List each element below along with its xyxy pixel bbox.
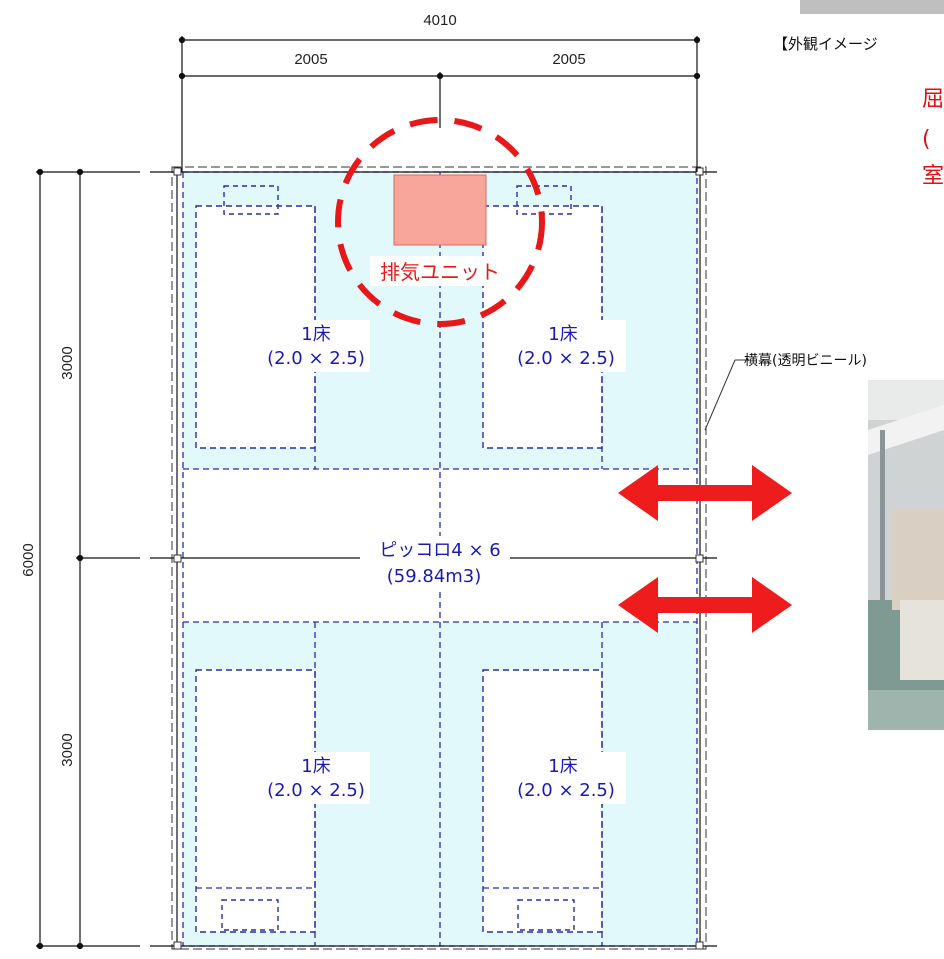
right-note-line-1: 屈	[922, 87, 944, 112]
dim-total-depth: 6000	[20, 543, 37, 576]
exhaust-unit-circle	[335, 117, 545, 327]
dim-half-width-right: 2005	[552, 51, 585, 68]
bed-label-bg-3	[258, 752, 370, 804]
bed-title-2: 1床	[548, 324, 577, 345]
top-dimension-lines	[178, 36, 701, 172]
right-note-line-3: 室	[922, 164, 944, 189]
dim-total-width: 4010	[423, 12, 456, 29]
left-dimension-lines	[36, 168, 140, 950]
tent-name: ピッコロ4 × 6	[379, 540, 500, 561]
dim-half-depth-top: 3000	[59, 346, 76, 379]
tent-volume: (59.84m3)	[387, 566, 482, 587]
tent-label-bg	[360, 536, 510, 588]
double-arrow-lower	[618, 577, 792, 633]
bed-size-3: (2.0 × 2.5)	[267, 780, 365, 801]
bed-size-2: (2.0 × 2.5)	[517, 348, 615, 369]
exhaust-unit-box	[393, 174, 487, 246]
interior-photo	[868, 380, 944, 730]
side-curtain-label: 横幕(透明ビニール)	[744, 353, 867, 369]
side-curtain-leader	[704, 359, 748, 431]
bed-label-bg-2	[506, 320, 626, 372]
exhaust-unit-label: 排気ユニット	[380, 260, 500, 284]
bed-size-1: (2.0 × 2.5)	[267, 348, 365, 369]
exhaust-label-bg	[370, 256, 510, 286]
bed-label-bg-1	[258, 320, 370, 372]
dim-half-width-left: 2005	[294, 51, 327, 68]
exterior-photo-strip	[800, 0, 944, 14]
exterior-caption: 【外観イメージ	[773, 35, 878, 53]
dim-half-depth-bottom: 3000	[59, 733, 76, 766]
double-arrow-upper	[618, 465, 792, 521]
bed-label-bg-4	[506, 752, 626, 804]
bed-size-4: (2.0 × 2.5)	[517, 780, 615, 801]
bed-title-1: 1床	[301, 324, 330, 345]
right-note-line-2: (	[922, 127, 931, 152]
bed-title-3: 1床	[301, 756, 330, 777]
corner-posts	[173, 167, 704, 950]
bed-title-4: 1床	[548, 756, 577, 777]
